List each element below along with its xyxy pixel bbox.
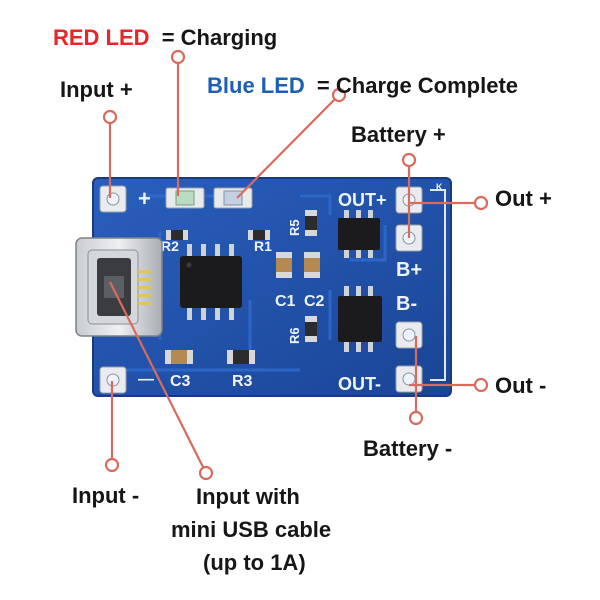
silk-r1: R1 [254,238,272,254]
silk-out-plus: OUT+ [338,190,387,210]
label-input-minus: Input - [72,483,139,508]
label-charging: = Charging [162,25,278,50]
label-usb-line1: Input with [196,484,300,509]
silk-c3: C3 [170,373,191,390]
charger-ic [180,244,242,320]
label-red-led: RED LED [53,25,150,50]
silk-r2: R2 [161,238,179,254]
label-out-minus: Out - [495,373,546,398]
label-blue-led: Blue LED [207,73,305,98]
label-usb-line2: mini USB cable [171,517,331,542]
dual-mosfet [338,286,382,352]
silk-c2: C2 [304,293,325,310]
label-out-plus: Out + [495,186,552,211]
led-red [165,187,205,209]
silk-r3: R3 [232,373,253,390]
label-input-plus: Input + [60,77,133,102]
label-charge-complete: = Charge Complete [317,73,518,98]
micro-usb-connector [75,237,163,337]
pad-battery-minus [395,321,423,349]
silk-b-plus: B+ [396,259,422,281]
label-blue-led-line: Blue LED = Charge Complete [207,73,518,98]
silk-b-minus: B- [396,293,417,315]
silk-c1: C1 [275,293,296,310]
pad-input-plus [99,185,127,213]
capacitor-c3 [165,350,193,364]
label-battery-minus: Battery - [363,436,452,461]
label-battery-plus: Battery + [351,122,446,147]
resistor-r1 [248,230,270,240]
resistor-r6 [305,316,317,342]
capacitor-c2 [304,252,320,278]
capacitor-c1 [276,252,292,278]
silk-minus: — [138,371,154,388]
silk-plus: + [138,186,151,211]
silk-r5: R5 [287,219,302,236]
silk-out-minus: OUT- [338,374,381,394]
resistor-r3 [227,350,255,364]
pad-input-minus [99,366,127,394]
pcb-edge-notch [430,189,446,381]
leader-lines [108,57,481,474]
leader-usb [109,281,207,474]
label-usb-line3: (up to 1A) [203,550,306,575]
leader-dots [102,49,489,481]
label-red-led-line: RED LED = Charging [53,25,277,50]
resistor-r5 [305,210,317,236]
protection-ic [338,210,380,258]
silk-r6: R6 [287,327,302,344]
corner-mark: K [436,182,443,192]
resistor-r2 [166,230,188,240]
led-blue [213,187,253,209]
pad-out-minus [395,365,423,393]
leader-charge-complete [236,94,340,199]
